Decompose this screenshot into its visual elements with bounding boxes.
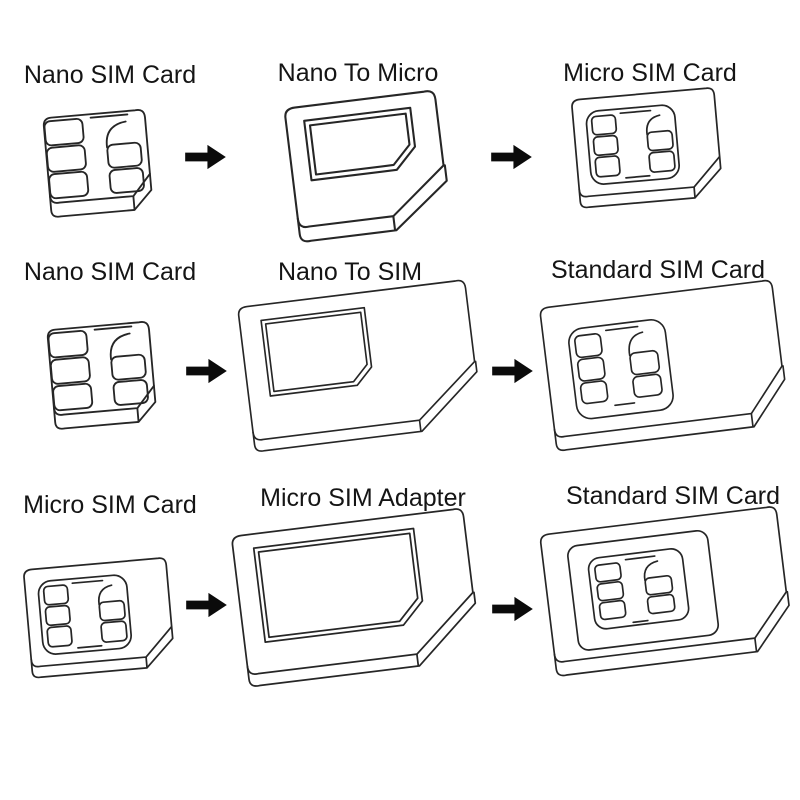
micro-sim-card-figure (556, 76, 742, 217)
nano-sim-card-figure (28, 307, 178, 440)
row2-adapter-label: Nano To SIM (277, 258, 423, 286)
nano-to-micro-adapter-figure (262, 72, 490, 265)
row3-result-label: Standard SIM Card (566, 482, 780, 510)
arrow-right-icon (184, 356, 229, 386)
arrow-right-icon (489, 142, 534, 172)
row1-adapter-label: Nano To Micro (277, 59, 439, 87)
standard-sim-card-figure (527, 258, 800, 486)
micro-sim-adapter-figure (220, 489, 498, 712)
row3-source-label: Micro SIM Card (23, 491, 197, 519)
row3-adapter-label: Micro SIM Adapter (260, 484, 466, 512)
standard-sim-card-with-micro-outline-figure (527, 484, 800, 716)
micro-sim-card-figure (8, 546, 194, 687)
arrow-right-icon (183, 142, 228, 172)
row1-source-label: Nano SIM Card (23, 61, 197, 89)
nano-sim-card-figure (24, 95, 174, 228)
row2-result-label: Standard SIM Card (551, 256, 765, 284)
nano-to-sim-adapter-figure (227, 262, 500, 473)
row1-result-label: Micro SIM Card (563, 59, 737, 87)
row2-source-label: Nano SIM Card (23, 258, 197, 286)
